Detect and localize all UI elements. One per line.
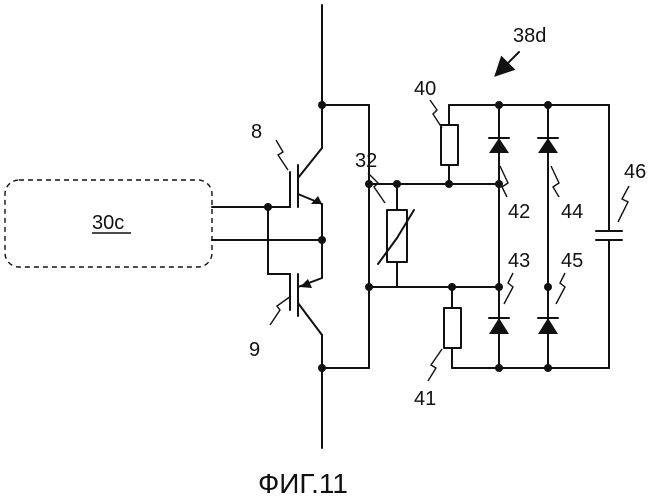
label-45: 45	[561, 250, 583, 272]
label-32: 32	[355, 150, 377, 172]
label-44: 44	[561, 201, 583, 223]
diode-45	[538, 318, 558, 334]
diode-42	[489, 138, 509, 153]
main-bus	[318, 5, 326, 448]
varistor-32	[365, 180, 499, 291]
diode-43	[489, 318, 509, 334]
label-38d: 38d	[513, 25, 546, 47]
diode-column-left	[489, 101, 509, 372]
transistor-9	[290, 274, 322, 335]
label-42: 42	[508, 201, 530, 223]
transistor-8	[290, 148, 322, 207]
label-8: 8	[251, 121, 262, 143]
label-46: 46	[624, 161, 646, 183]
control-block-30c: 30c	[5, 180, 212, 267]
control-wires	[212, 203, 326, 274]
label-43: 43	[508, 250, 530, 272]
label-40: 40	[414, 78, 436, 100]
resistor-41	[444, 283, 609, 368]
reference-labels: 8 9 32 38d 40 41 42 43 44 45 46	[249, 25, 646, 410]
block-label: 30c	[92, 212, 124, 234]
side-rails	[322, 105, 369, 368]
label-9: 9	[249, 339, 260, 361]
diode-44	[538, 138, 558, 153]
capacitor-46	[596, 105, 622, 368]
resistor-40	[441, 105, 609, 188]
label-41: 41	[414, 388, 436, 410]
assembly-arrow	[497, 52, 519, 74]
figure-caption: ФИГ.11	[258, 468, 348, 499]
diode-column-right	[538, 101, 558, 372]
